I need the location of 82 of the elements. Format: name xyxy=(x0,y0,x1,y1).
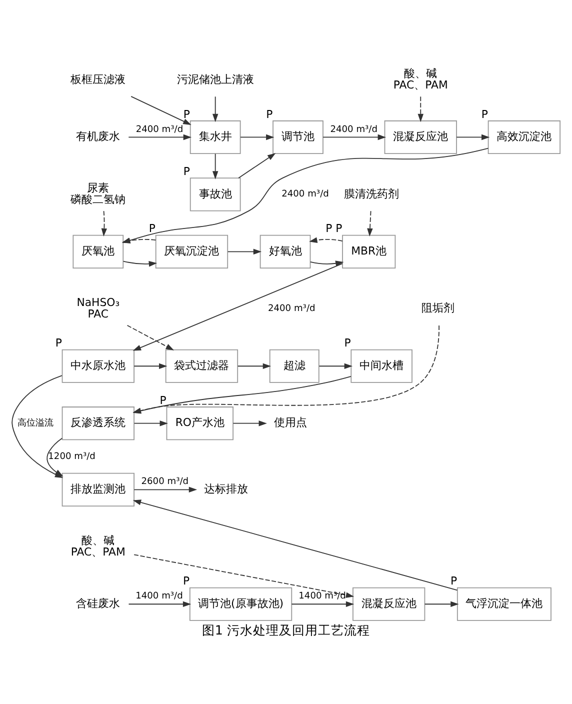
arrow xyxy=(367,210,373,236)
arrow xyxy=(128,134,192,140)
node-box: 气浮沉淀一体池 xyxy=(456,586,552,620)
node-text: 膜清洗药剂 xyxy=(344,186,400,200)
arrow xyxy=(418,96,424,122)
arrow xyxy=(424,600,459,606)
arrow xyxy=(310,260,344,266)
arrow xyxy=(237,362,272,368)
arrow xyxy=(240,134,274,140)
arrow xyxy=(122,147,489,243)
node-box: RO产水池 xyxy=(166,406,234,440)
arrow xyxy=(212,96,218,122)
node-box: 调节池 xyxy=(272,120,324,154)
node-box: 集水井 xyxy=(190,120,241,154)
arrow xyxy=(122,260,158,266)
node-box: 厌氧沉淀池 xyxy=(155,234,228,268)
node-label: P xyxy=(183,164,190,178)
arrow xyxy=(101,210,108,236)
node-box: 高效沉淀池 xyxy=(488,120,561,154)
node-box: 厌氧池 xyxy=(72,234,124,268)
node-box: 袋式过滤器 xyxy=(165,348,238,382)
edge-label: 2400 m³/d xyxy=(330,124,378,134)
node-box: 反渗透系统 xyxy=(62,406,134,440)
arrow xyxy=(134,362,168,368)
caption: 图1 污水处理及回用工艺流程 xyxy=(202,622,370,637)
arrow xyxy=(318,362,353,368)
node-label: P xyxy=(344,336,351,350)
edge-label: 2400 m³/d xyxy=(282,189,329,200)
node-box: 混凝反应池 xyxy=(352,586,426,620)
arrow xyxy=(238,152,276,178)
node-text: 含硅废水 xyxy=(76,596,120,610)
edge-label: 1200 m³/d xyxy=(48,451,96,462)
arrow xyxy=(130,96,192,124)
node-text: 酸、碱 PAC、PAM xyxy=(70,533,126,558)
node-text: 使用点 xyxy=(274,416,308,429)
edge-label: 2400 m³/d xyxy=(268,304,316,314)
node-text: 尿素 磷酸二氢钠 xyxy=(70,180,126,206)
arrow xyxy=(309,236,343,242)
arrow xyxy=(212,152,218,179)
arrow xyxy=(134,554,354,598)
node-label: P xyxy=(55,336,62,350)
edge-label: 2600 m³/d xyxy=(141,476,189,487)
node-box: 超滤 xyxy=(269,348,320,382)
node-text: 酸、碱 PAC、PAM xyxy=(393,66,448,92)
arrow xyxy=(132,499,458,590)
node-text: 污泥储池上清液 xyxy=(176,72,254,86)
node-label: P xyxy=(481,107,488,120)
node-box: 混凝反应池 xyxy=(384,120,457,154)
node-box: 排放监测池 xyxy=(62,472,134,506)
node-label: P xyxy=(182,574,190,588)
node-label: P xyxy=(160,393,166,406)
arrow xyxy=(122,237,156,243)
node-label: P xyxy=(148,222,156,235)
arrow xyxy=(227,248,262,254)
arrow xyxy=(128,600,192,606)
arrow xyxy=(132,262,343,350)
node-box: 好氧池 xyxy=(260,234,311,268)
node-box: 中间水槽 xyxy=(350,348,412,382)
arrow xyxy=(322,134,386,140)
node-box: 调节池(原事故池) xyxy=(189,586,292,620)
edge-label: 1400 m³/d xyxy=(298,591,346,602)
edge-label: 高位溢流 xyxy=(17,418,54,428)
edge-label: 2400 m³/d xyxy=(136,124,184,134)
arrow xyxy=(456,134,490,140)
edge-label: 1400 m³/d xyxy=(136,591,183,602)
arrow xyxy=(134,486,198,492)
arrow xyxy=(291,600,354,606)
arrow xyxy=(126,324,174,350)
arrow xyxy=(134,420,168,426)
node-label: P xyxy=(183,107,190,120)
node-text: 板框压滤液 xyxy=(70,72,126,86)
node-text: NaHSO₃ PAC xyxy=(76,295,120,320)
node-label: P xyxy=(450,574,458,588)
node-box: 中水原水池 xyxy=(62,348,134,382)
node-box: MBR池 xyxy=(342,234,396,268)
node-label: P P xyxy=(326,222,342,235)
node-label: P xyxy=(266,107,273,120)
arrow xyxy=(232,420,267,426)
node-text: 达标排放 xyxy=(204,482,248,495)
node-box: 事故池 xyxy=(190,177,241,211)
node-text: 阻垢剂 xyxy=(421,301,454,314)
node-text: 有机废水 xyxy=(76,130,120,143)
